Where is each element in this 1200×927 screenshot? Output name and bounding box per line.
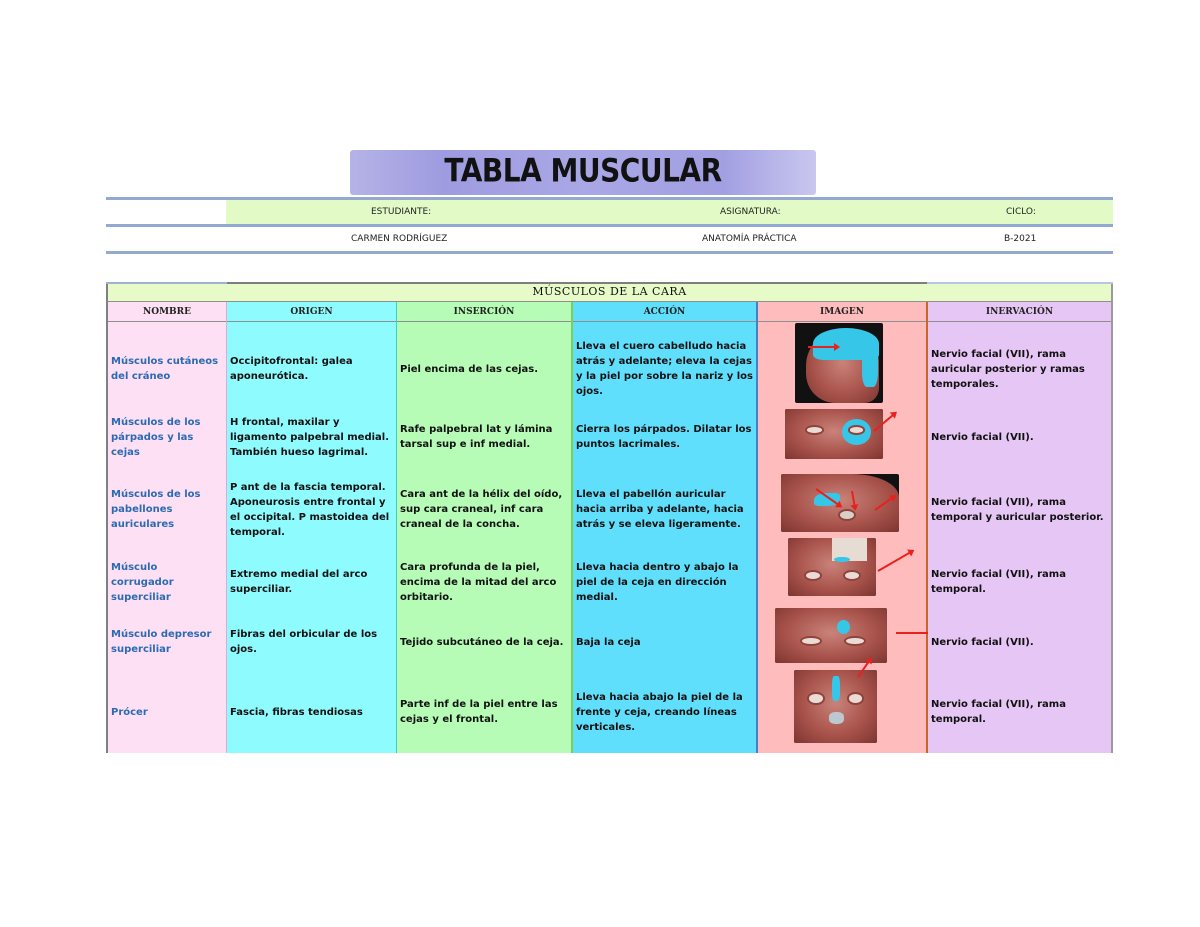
column-accion: ACCIÓN Lleva el cuero cabelludo hacia at…	[573, 302, 758, 753]
title-banner: TABLA MUSCULAR	[350, 150, 816, 195]
muscle-name: Músculos cutáneos del cráneo	[111, 356, 219, 382]
muscle-name: Músculo corrugador superciliar	[111, 561, 174, 603]
section-header: MÚSCULOS DE LA CARA	[106, 284, 1113, 302]
innervation-cell: Nervio facial (VII).	[931, 636, 1034, 648]
action-cell: Cierra los párpados. Dilatar los puntos …	[576, 424, 752, 450]
muscle-name: Prócer	[111, 706, 148, 718]
muscle-name: Músculos de los pabellones auriculares	[111, 489, 201, 530]
insertion-cell: Piel encima de las cejas.	[400, 363, 539, 375]
section-title: MÚSCULOS DE LA CARA	[532, 285, 687, 298]
muscle-name: Músculos de los párpados y las cejas	[111, 416, 201, 458]
origin-cell: P ant de la fascia temporal. Aponeurosis…	[230, 481, 390, 538]
column-inervacion: INERVACIÓN Nervio facial (VII), rama aur…	[928, 302, 1113, 753]
action-cell: Lleva hacia dentro y abajo la piel de la…	[576, 561, 739, 603]
cycle-value: B-2021	[1004, 234, 1037, 244]
insertion-cell: Parte inf de la piel entre las cejas y e…	[400, 699, 558, 725]
column-header-nombre: NOMBRE	[108, 302, 226, 322]
innervation-cell: Nervio facial (VII), rama auricular post…	[931, 348, 1085, 390]
column-header-imagen: IMAGEN	[758, 302, 926, 322]
muscle-name: Músculo depresor superciliar	[111, 629, 212, 655]
origin-cell: Fascia, fibras tendiosas	[230, 706, 363, 718]
innervation-cell: Nervio facial (VII), rama temporal.	[931, 569, 1066, 595]
column-origen: ORIGEN Occipitofrontal: galea aponeuróti…	[227, 302, 397, 753]
anatomy-image-auricular-muscles	[781, 474, 899, 532]
anatomy-image-corrugator	[788, 538, 876, 596]
anatomy-image-procerus	[794, 670, 877, 743]
action-cell: Lleva el cuero cabelludo hacia atrás y a…	[576, 341, 753, 397]
info-divider-bottom	[106, 251, 1113, 254]
insertion-cell: Cara profunda de la piel, encima de la m…	[400, 561, 557, 603]
arrow-icon	[808, 346, 838, 348]
document-title: TABLA MUSCULAR	[444, 151, 722, 190]
origin-cell: H frontal, maxilar y ligamento palpebral…	[230, 416, 389, 458]
innervation-cell: Nervio facial (VII), rama temporal y aur…	[931, 496, 1104, 523]
cycle-label: CICLO:	[1006, 207, 1036, 217]
action-cell: Lleva el pabellón auricular hacia arriba…	[576, 489, 744, 530]
origin-cell: Occipitofrontal: galea aponeurótica.	[230, 356, 353, 382]
origin-cell: Extremo medial del arco superciliar.	[230, 569, 368, 595]
action-cell: Lleva hacia abajo la piel de la frente y…	[576, 691, 743, 733]
insertion-cell: Rafe palpebral lat y lámina tarsal sup e…	[400, 424, 553, 450]
origin-cell: Fibras del orbicular de los ojos.	[230, 629, 378, 655]
column-header-origen: ORIGEN	[227, 302, 396, 322]
column-imagen: IMAGEN	[758, 302, 932, 753]
insertion-cell: Cara ant de la hélix del oído, sup cara …	[400, 489, 563, 530]
column-header-accion: ACCIÓN	[573, 302, 756, 322]
column-insercion: INSERCIÓN Piel encima de las cejas. Rafe…	[397, 302, 573, 753]
anatomy-image-orbicularis-oculi	[785, 409, 883, 459]
anatomy-image-occipitofrontal	[795, 323, 883, 403]
info-divider-mid	[106, 224, 1113, 227]
action-cell: Baja la ceja	[576, 636, 641, 648]
column-nombre: NOMBRE Músculos cutáneos del cráneo Músc…	[106, 302, 227, 753]
column-header-inervacion: INERVACIÓN	[928, 302, 1111, 322]
subject-name: ANATOMÍA PRÁCTICA	[702, 234, 797, 244]
subject-label: ASIGNATURA:	[720, 207, 781, 217]
arrow-icon	[877, 550, 914, 572]
column-header-insercion: INSERCIÓN	[397, 302, 571, 322]
student-name: CARMEN RODRÍGUEZ	[351, 234, 448, 244]
insertion-cell: Tejido subcutáneo de la ceja.	[400, 636, 564, 648]
info-labels-row: ESTUDIANTE: ASIGNATURA: CICLO:	[106, 200, 1113, 224]
student-label: ESTUDIANTE:	[371, 207, 432, 217]
info-divider-top	[106, 197, 1113, 200]
innervation-cell: Nervio facial (VII), rama temporal.	[931, 699, 1066, 725]
innervation-cell: Nervio facial (VII).	[931, 431, 1034, 443]
anatomy-image-depressor-supercilii	[775, 608, 887, 663]
arrow-icon	[896, 632, 932, 634]
info-values-row: CARMEN RODRÍGUEZ ANATOMÍA PRÁCTICA B-202…	[106, 227, 1113, 251]
